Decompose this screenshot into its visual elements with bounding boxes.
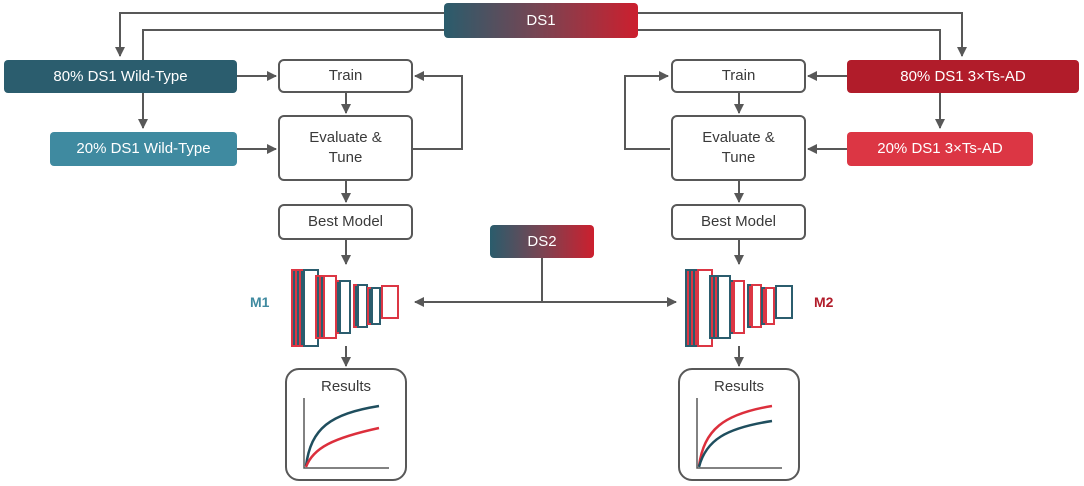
left-evaluate-tune-box: Evaluate & Tune xyxy=(278,115,413,181)
right-results-title: Results xyxy=(713,378,765,395)
left-results-box: Results xyxy=(285,368,407,481)
right-evaluate-tune-box: Evaluate & Tune xyxy=(671,115,806,181)
left-tune-loop-arrow xyxy=(413,71,463,150)
right-20-split-label: 20% DS1 3×Ts-AD xyxy=(877,140,1003,157)
left-train-box: Train xyxy=(278,59,413,93)
left-train-label: Train xyxy=(328,67,363,84)
ds1-label: DS1 xyxy=(526,11,556,29)
left-20-split-box: 20% DS1 Wild-Type xyxy=(50,132,237,166)
right-80-split-label: 80% DS1 3×Ts-AD xyxy=(900,67,1026,85)
left-best-model-box: Best Model xyxy=(278,204,413,240)
ds2-box: DS2 xyxy=(490,225,594,258)
left-20-split-label: 20% DS1 Wild-Type xyxy=(76,140,211,157)
right-train-box: Train xyxy=(671,59,806,93)
ds2-label: DS2 xyxy=(527,232,557,250)
right-evaluate-tune-label: Evaluate & Tune xyxy=(702,129,775,166)
right-tune-loop-arrow xyxy=(624,71,670,150)
ds1-box: DS1 xyxy=(444,3,638,38)
m2-network-icon xyxy=(685,269,793,347)
right-best-model-box: Best Model xyxy=(671,204,806,240)
right-80-split-box: 80% DS1 3×Ts-AD xyxy=(847,60,1079,93)
m1-network-icon xyxy=(291,269,399,347)
left-80-split-label: 80% DS1 Wild-Type xyxy=(53,67,188,85)
left-results-title: Results xyxy=(320,378,372,395)
left-results-chart-icon xyxy=(303,398,389,469)
ds1-to-20-wild-type-arrow xyxy=(138,29,444,129)
right-best-model-label: Best Model xyxy=(700,213,777,230)
right-20-split-box: 20% DS1 3×Ts-AD xyxy=(847,132,1033,166)
left-best-model-label: Best Model xyxy=(307,213,384,230)
m1-label: M1 xyxy=(250,294,270,310)
right-results-chart-icon xyxy=(696,398,782,469)
ds1-to-20-ts-ad-arrow xyxy=(638,29,945,129)
right-train-label: Train xyxy=(721,67,756,84)
ds1-to-80-wild-type-arrow xyxy=(115,12,444,57)
right-results-box: Results xyxy=(678,368,800,481)
left-evaluate-tune-label: Evaluate & Tune xyxy=(309,129,382,166)
ds1-to-80-ts-ad-arrow xyxy=(638,12,967,57)
left-80-split-box: 80% DS1 Wild-Type xyxy=(4,60,237,93)
m2-label: M2 xyxy=(814,294,834,310)
